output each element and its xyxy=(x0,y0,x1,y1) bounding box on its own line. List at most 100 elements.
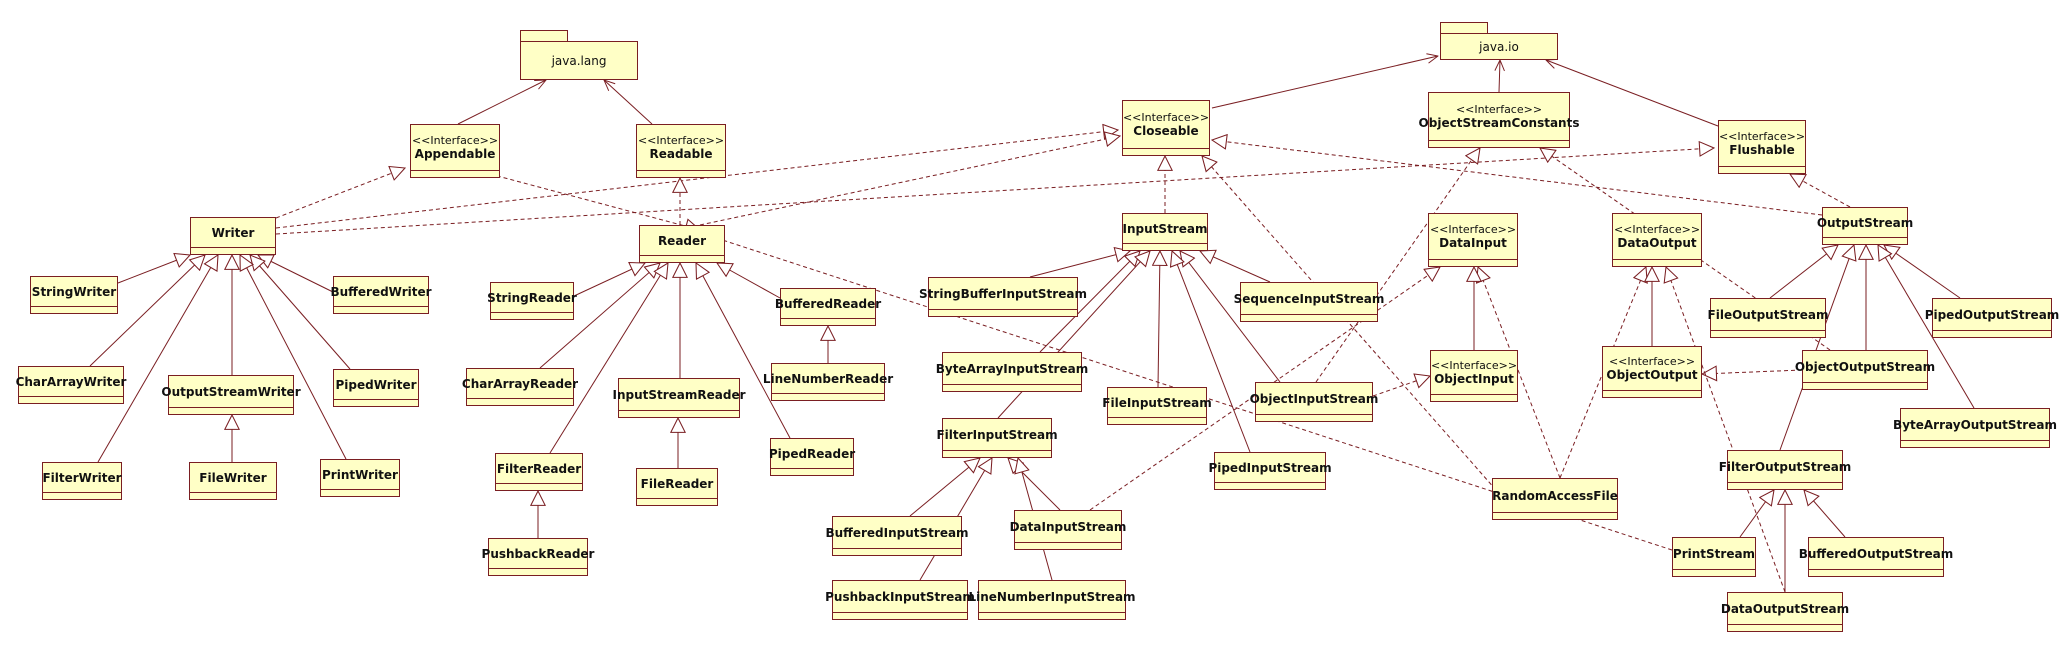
class-name: SequenceInputStream xyxy=(1233,291,1385,306)
edge-dependency-objectstreamconstants-to-java-io xyxy=(1499,60,1500,93)
class-stereotype: <<Interface>> xyxy=(1122,111,1210,124)
class-piped-writer[interactable]: PipedWriter xyxy=(333,369,419,407)
class-line-number-input-stream[interactable]: LineNumberInputStream xyxy=(968,580,1136,620)
class-pushback-reader[interactable]: PushbackReader xyxy=(482,538,594,576)
class-reader[interactable]: Reader xyxy=(639,225,725,263)
class-header: LineNumberInputStream xyxy=(968,581,1135,612)
class-name: PipedReader xyxy=(768,446,856,461)
class-piped-input-stream[interactable]: PipedInputStream xyxy=(1208,452,1332,490)
class-header: BufferedWriter xyxy=(330,277,431,306)
class-name: CharArrayWriter xyxy=(15,374,127,389)
class-file-writer[interactable]: FileWriter xyxy=(189,462,277,500)
class-header: BufferedOutputStream xyxy=(1799,538,1954,569)
class-filter-output-stream[interactable]: FilterOutputStream xyxy=(1719,450,1851,490)
class-random-access-file[interactable]: RandomAccessFile xyxy=(1492,478,1618,520)
class-header: InputStream xyxy=(1122,214,1208,243)
class-header: BufferedReader xyxy=(775,289,881,318)
class-object-output-stream[interactable]: ObjectOutputStream xyxy=(1795,350,1935,390)
class-object-output[interactable]: <<Interface>>ObjectOutput xyxy=(1602,346,1702,398)
class-attribute-compartment xyxy=(1108,417,1206,424)
class-stereotype: <<Interface>> xyxy=(411,134,499,147)
class-string-writer[interactable]: StringWriter xyxy=(30,276,118,314)
class-header: <<Interface>>Flushable xyxy=(1719,121,1805,166)
class-name: InputStream xyxy=(1122,221,1208,236)
class-object-stream-constants[interactable]: <<Interface>>ObjectStreamConstants xyxy=(1419,92,1579,148)
class-line-number-reader[interactable]: LineNumberReader xyxy=(763,363,893,401)
class-print-writer[interactable]: PrintWriter xyxy=(320,459,400,497)
class-attribute-compartment xyxy=(1711,330,1825,337)
class-input-stream-reader[interactable]: InputStreamReader xyxy=(612,378,746,418)
class-header: <<Interface>>ObjectInput xyxy=(1431,351,1517,394)
class-attribute-compartment xyxy=(781,318,875,325)
class-piped-output-stream[interactable]: PipedOutputStream xyxy=(1925,298,2059,338)
class-header: PrintWriter xyxy=(321,460,399,489)
package-label: java.io xyxy=(1440,33,1558,60)
class-name: PrintWriter xyxy=(322,467,398,482)
class-stereotype: <<Interface>> xyxy=(1718,130,1806,143)
class-byte-array-input-stream[interactable]: ByteArrayInputStream xyxy=(936,352,1088,392)
class-header: FilterInputStream xyxy=(936,419,1057,450)
class-closeable[interactable]: <<Interface>>Closeable xyxy=(1122,100,1210,156)
class-filter-writer[interactable]: FilterWriter xyxy=(42,462,122,500)
class-object-input[interactable]: <<Interface>>ObjectInput xyxy=(1430,350,1518,402)
class-header: LineNumberReader xyxy=(763,364,893,393)
class-input-stream[interactable]: InputStream xyxy=(1122,213,1208,251)
edge-generalization-chararrayreader-to-reader xyxy=(539,263,660,369)
class-string-buffer-input-stream[interactable]: StringBufferInputStream xyxy=(919,277,1087,317)
class-object-input-stream[interactable]: ObjectInputStream xyxy=(1250,382,1378,422)
class-string-reader[interactable]: StringReader xyxy=(487,282,577,320)
class-flushable[interactable]: <<Interface>>Flushable xyxy=(1718,120,1806,174)
class-filter-input-stream[interactable]: FilterInputStream xyxy=(936,418,1058,458)
class-attribute-compartment xyxy=(1728,482,1842,489)
class-sequence-input-stream[interactable]: SequenceInputStream xyxy=(1234,282,1384,322)
edge-generalization-sequenceinputstream-to-inputstream xyxy=(1200,251,1271,283)
class-output-stream[interactable]: OutputStream xyxy=(1817,207,1913,245)
class-output-stream-writer[interactable]: OutputStreamWriter xyxy=(161,375,301,415)
edge-generalization-stringbufferinputstream-to-inputstream xyxy=(1029,251,1130,278)
class-pushback-input-stream[interactable]: PushbackInputStream xyxy=(825,580,975,620)
class-attribute-compartment xyxy=(619,410,739,417)
class-header: <<Interface>>DataOutput xyxy=(1613,214,1701,259)
class-data-input[interactable]: <<Interface>>DataInput xyxy=(1428,213,1518,267)
class-buffered-input-stream[interactable]: BufferedInputStream xyxy=(825,516,969,556)
class-buffered-writer[interactable]: BufferedWriter xyxy=(330,276,432,314)
class-byte-array-output-stream[interactable]: ByteArrayOutputStream xyxy=(1893,408,2057,448)
class-attribute-compartment xyxy=(1256,414,1372,421)
class-print-stream[interactable]: PrintStream xyxy=(1672,537,1756,577)
edge-generalization-stringwriter-to-writer xyxy=(117,255,190,284)
class-data-output[interactable]: <<Interface>>DataOutput xyxy=(1612,213,1702,267)
class-name: ByteArrayOutputStream xyxy=(1893,417,2057,432)
class-attribute-compartment xyxy=(467,398,573,405)
class-attribute-compartment xyxy=(31,306,117,313)
class-buffered-output-stream[interactable]: BufferedOutputStream xyxy=(1799,537,1954,577)
class-buffered-reader[interactable]: BufferedReader xyxy=(775,288,881,326)
edge-generalization-stringreader-to-reader xyxy=(573,263,645,297)
class-attribute-compartment xyxy=(191,247,275,254)
class-readable[interactable]: <<Interface>>Readable xyxy=(636,124,726,178)
class-attribute-compartment xyxy=(1015,542,1121,549)
class-writer[interactable]: Writer xyxy=(190,217,276,255)
class-name: PipedWriter xyxy=(335,377,417,392)
class-char-array-writer[interactable]: CharArrayWriter xyxy=(15,366,127,404)
class-header: ByteArrayInputStream xyxy=(936,353,1088,384)
edge-generalization-pipedwriter-to-writer xyxy=(250,255,351,370)
class-appendable[interactable]: <<Interface>>Appendable xyxy=(410,124,500,178)
class-data-output-stream[interactable]: DataOutputStream xyxy=(1721,592,1849,632)
class-file-reader[interactable]: FileReader xyxy=(636,468,718,506)
class-filter-reader[interactable]: FilterReader xyxy=(495,453,583,491)
class-name: InputStreamReader xyxy=(612,387,746,402)
class-file-output-stream[interactable]: FileOutputStream xyxy=(1708,298,1828,338)
class-data-input-stream[interactable]: DataInputStream xyxy=(1010,510,1126,550)
class-file-input-stream[interactable]: FileInputStream xyxy=(1102,387,1212,425)
edge-generalization-pipedreader-to-reader xyxy=(696,263,791,439)
package-label: java.lang xyxy=(520,41,638,80)
class-char-array-reader[interactable]: CharArrayReader xyxy=(462,368,578,406)
class-attribute-compartment xyxy=(943,450,1051,457)
edge-generalization-bufferedwriter-to-writer xyxy=(258,255,334,293)
class-piped-reader[interactable]: PipedReader xyxy=(768,438,856,476)
class-name: DataInputStream xyxy=(1009,519,1127,534)
class-name: PipedOutputStream xyxy=(1924,307,2060,322)
class-attribute-compartment xyxy=(321,489,399,496)
class-attribute-compartment xyxy=(1613,259,1701,266)
